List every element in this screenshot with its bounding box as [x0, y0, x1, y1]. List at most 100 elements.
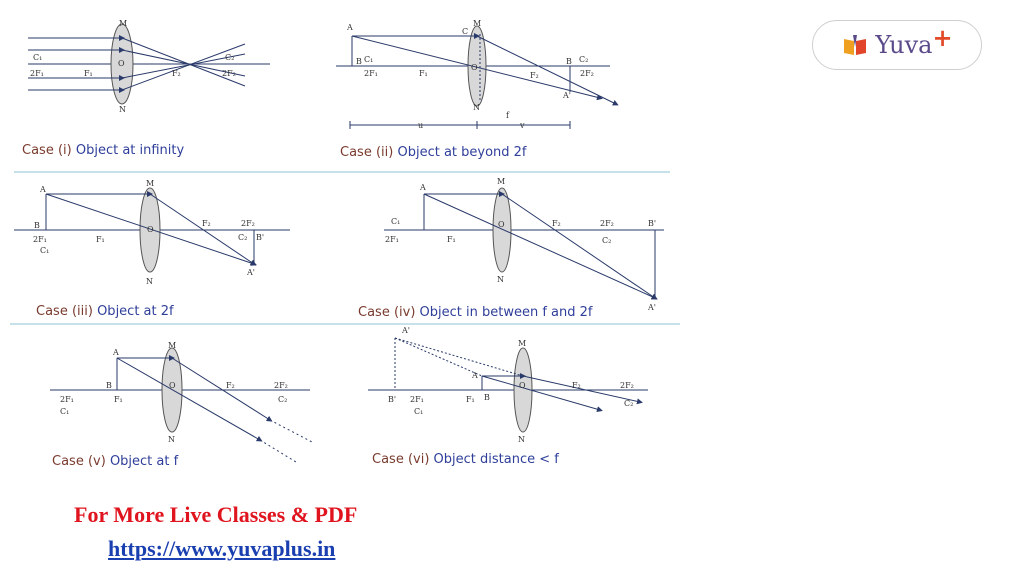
svg-text:2F₁: 2F₁: [364, 69, 378, 78]
svg-text:F₁: F₁: [466, 395, 475, 404]
svg-text:F₁: F₁: [96, 235, 105, 244]
website-link[interactable]: https://www.yuvaplus.in: [108, 536, 336, 561]
svg-text:F₁: F₁: [419, 69, 428, 78]
svg-text:F₂: F₂: [226, 381, 235, 390]
svg-text:2F₂: 2F₂: [600, 219, 614, 228]
svg-text:O: O: [169, 381, 176, 390]
svg-text:B': B': [648, 219, 656, 228]
svg-text:2F₂: 2F₂: [241, 219, 255, 228]
svg-text:O: O: [498, 220, 505, 229]
svg-text:B: B: [356, 57, 362, 66]
svg-text:F₂: F₂: [530, 71, 539, 80]
svg-text:M: M: [473, 19, 481, 28]
logo-word: Yuva: [875, 31, 933, 59]
svg-text:C₁: C₁: [391, 217, 400, 226]
svg-text:M: M: [518, 339, 526, 348]
caption-case-2: Case (ii) Object at beyond 2f: [340, 145, 527, 160]
svg-text:A': A': [401, 326, 410, 335]
logo-plus: +: [932, 22, 953, 52]
svg-text:M: M: [146, 179, 154, 188]
svg-text:F₂: F₂: [552, 219, 561, 228]
svg-text:C₁: C₁: [414, 407, 423, 416]
svg-text:M: M: [168, 341, 176, 350]
labels-case-1: M N O C₁ 2F₁ F₁ F₂ C₂ 2F₂: [30, 19, 236, 114]
svg-text:2F₂: 2F₂: [620, 381, 634, 390]
svg-text:C₁: C₁: [40, 246, 49, 255]
svg-text:f: f: [506, 111, 510, 120]
svg-text:B: B: [106, 381, 112, 390]
svg-text:2F₁: 2F₁: [410, 395, 424, 404]
svg-text:C₂: C₂: [278, 395, 287, 404]
lbl-O: O: [118, 59, 125, 68]
svg-text:2F₁: 2F₁: [60, 395, 74, 404]
svg-text:2F₁: 2F₁: [33, 235, 47, 244]
svg-text:O: O: [471, 63, 478, 72]
svg-text:B': B': [388, 395, 396, 404]
svg-text:O: O: [147, 225, 154, 234]
svg-text:B: B: [484, 393, 490, 402]
diagram-case-3: [14, 187, 290, 273]
svg-text:F₂: F₂: [572, 381, 581, 390]
svg-text:B': B': [256, 233, 264, 242]
svg-text:N: N: [497, 275, 504, 284]
svg-text:N: N: [473, 103, 480, 112]
svg-text:C₁: C₁: [364, 55, 373, 64]
lbl-C2: C₂: [225, 53, 234, 62]
book-pen-icon: [844, 35, 867, 55]
caption-case-4: Case (iv) Object in between f and 2f: [358, 305, 593, 320]
svg-text:C: C: [462, 27, 468, 36]
svg-text:F₂: F₂: [202, 219, 211, 228]
caption-case-6: Case (vi) Object distance < f: [372, 452, 559, 467]
diagram-case-5: [50, 347, 313, 463]
lbl-F2: F₂: [172, 69, 181, 78]
svg-text:O: O: [519, 381, 526, 390]
yuva-logo: Yuva+: [812, 20, 982, 70]
labels-case-5: A B 2F₁ C₁ F₁ M O N F₂ 2F₂ C₂: [60, 341, 288, 444]
svg-text:v: v: [519, 121, 525, 130]
svg-text:2F₂: 2F₂: [580, 69, 594, 78]
diagram-case-1: [28, 23, 270, 105]
svg-text:F₁: F₁: [447, 235, 456, 244]
svg-text:C₂: C₂: [238, 233, 247, 242]
svg-text:C₁: C₁: [60, 407, 69, 416]
svg-text:C₂: C₂: [602, 236, 611, 245]
svg-text:A: A: [39, 185, 46, 194]
labels-case-4: A C₁ 2F₁ F₁ M O N F₂ 2F₂ C₂ B' A': [385, 177, 656, 312]
diagram-case-4: [384, 187, 664, 300]
labels-case-3: A B 2F₁ C₁ F₁ M O N F₂ 2F₂ C₂ B' A': [33, 179, 264, 286]
lbl-N: N: [119, 105, 126, 114]
svg-text:2F₁: 2F₁: [385, 235, 399, 244]
diagram-case-6: [368, 337, 648, 433]
svg-text:N: N: [518, 435, 525, 444]
svg-text:N: N: [146, 277, 153, 286]
labels-case-2: A B C₁ 2F₁ F₁ M C O N F₂ B C₂ 2F₂ A' f u…: [346, 19, 594, 130]
svg-text:A': A': [246, 268, 255, 277]
svg-text:2F₂: 2F₂: [274, 381, 288, 390]
lbl-F1: F₁: [84, 69, 93, 78]
lbl-2F1: 2F₁: [30, 69, 44, 78]
labels-case-6: A' B' 2F₁ C₁ F₁ A B M O N F₂ 2F₂ C₂: [388, 326, 634, 444]
svg-text:A': A': [647, 303, 656, 312]
lbl-2F2: 2F₂: [222, 69, 236, 78]
svg-text:A: A: [471, 371, 478, 380]
caption-case-5: Case (v) Object at f: [52, 454, 179, 469]
lbl-M: M: [119, 19, 127, 28]
svg-text:B: B: [34, 221, 40, 230]
svg-text:C₂: C₂: [624, 399, 633, 408]
svg-text:A: A: [112, 348, 119, 357]
caption-case-3: Case (iii) Object at 2f: [36, 304, 174, 319]
svg-text:A: A: [346, 23, 353, 32]
svg-text:C₂: C₂: [579, 55, 588, 64]
svg-text:F₁: F₁: [114, 395, 123, 404]
svg-text:A: A: [419, 183, 426, 192]
svg-text:A': A': [562, 91, 571, 100]
promo-text: For More Live Classes & PDF: [74, 502, 358, 527]
svg-text:u: u: [418, 121, 423, 130]
svg-text:B: B: [566, 57, 572, 66]
svg-text:M: M: [497, 177, 505, 186]
lbl-C1: C₁: [33, 53, 42, 62]
diagram-case-2: [336, 25, 619, 129]
caption-case-1: Case (i) Object at infinity: [22, 143, 185, 158]
